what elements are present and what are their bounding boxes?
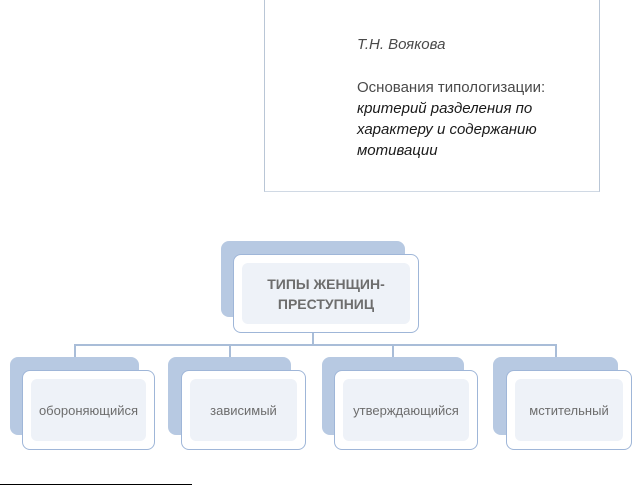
connector-horizontal xyxy=(74,344,556,346)
child-node-self-asserting: утверждающийся xyxy=(334,370,478,450)
root-node: ТИПЫ ЖЕНЩИН-ПРЕСТУПНИЦ xyxy=(233,254,419,333)
connector-child-2 xyxy=(229,344,231,357)
child-node-fill xyxy=(515,379,623,441)
connector-child-3 xyxy=(392,344,394,357)
child-node-label: обороняющийся xyxy=(38,402,139,418)
connector-child-4 xyxy=(555,344,557,357)
child-node-label: мстительный xyxy=(529,402,609,418)
typology-criterion: критерий разделения по характеру и содер… xyxy=(357,100,537,159)
child-node-fill xyxy=(343,379,469,441)
author-name: Т.Н. Воякова xyxy=(357,36,446,53)
connector-root-down xyxy=(312,333,314,345)
info-box: Т.Н. Воякова Основания типологизации: кр… xyxy=(264,0,600,192)
child-node-defending: обороняющийся xyxy=(22,370,155,450)
child-node-vengeful: мстительный xyxy=(506,370,632,450)
connector-child-1 xyxy=(74,344,76,357)
child-node-label: зависимый xyxy=(210,402,277,418)
root-node-fill xyxy=(242,263,410,324)
root-node-label: ТИПЫ ЖЕНЩИН-ПРЕСТУПНИЦ xyxy=(267,275,385,312)
child-node-fill xyxy=(31,379,146,441)
child-node-fill xyxy=(190,379,297,441)
footnote-separator xyxy=(0,484,192,485)
child-node-dependent: зависимый xyxy=(181,370,306,450)
typology-basis-label: Основания типологизации: xyxy=(357,79,546,96)
child-node-label: утверждающийся xyxy=(353,402,459,418)
